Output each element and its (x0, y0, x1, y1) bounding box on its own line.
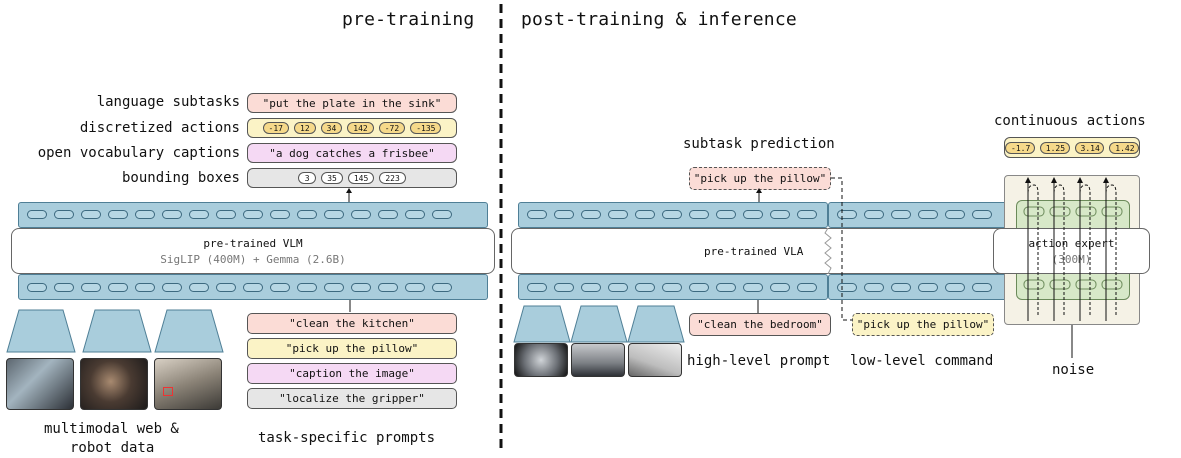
input-connectors (349, 300, 351, 312)
web-photo-image (80, 358, 148, 410)
subtask-arrow (756, 188, 762, 203)
action-token: -135 (410, 122, 442, 134)
pretrained-vlm-box: pre-trained VLM SigLIP (400M) + Gemma (2… (11, 228, 495, 274)
prompt-pick-up-pillow: "pick up the pillow" (247, 338, 457, 359)
low-level-command-box: "pick up the pillow" (852, 313, 994, 336)
predicted-subtask: "pick up the pillow" (689, 167, 831, 190)
action-token: 142 (347, 122, 374, 134)
data-caption-line1: multimodal web & (44, 421, 179, 437)
vla-name: pre-trained VLA (704, 244, 804, 258)
bbox-token: 3 (298, 172, 317, 184)
prompts-caption: task-specific prompts (258, 430, 436, 446)
vla-bottom-token-band (518, 274, 828, 300)
subtask-prediction-label: subtask prediction (683, 136, 835, 152)
output-language-subtask: "put the plate in the sink" (247, 93, 457, 113)
vla-image-encoders (513, 305, 685, 343)
data-caption-line2: robot data (70, 440, 155, 456)
gripper-bbox-marker (163, 387, 173, 396)
row-label-discretized-actions: discretized actions (79, 120, 240, 136)
pretrained-vla-box: pre-trained VLA (511, 228, 1011, 274)
right-wrist-camera-image (628, 343, 682, 377)
action-token: -17 (262, 122, 289, 134)
noise-label: noise (1052, 362, 1095, 378)
high-level-prompt-caption: high-level prompt (687, 353, 831, 369)
base-camera-image (514, 343, 568, 377)
row-label-language-subtasks: language subtasks (96, 94, 240, 110)
pre-training-title: pre-training (342, 9, 475, 30)
continuous-action-value: 1.25 (1039, 141, 1070, 154)
expert-size: (300M) (1051, 252, 1092, 266)
continuous-actions-output: -1.7 1.25 3.14 1.42 (1004, 137, 1140, 158)
output-caption: "a dog catches a frisbee" (247, 143, 457, 163)
action-token: 12 (294, 122, 316, 134)
command-feedback-path (831, 177, 852, 321)
vla-top-token-band-ext (828, 202, 1008, 228)
low-level-command-caption: low-level command (850, 353, 994, 369)
continuous-actions-label: continuous actions (994, 113, 1146, 129)
vla-top-token-band (518, 202, 828, 228)
prompt-caption-image: "caption the image" (247, 363, 457, 384)
continuous-action-value: 1.42 (1109, 141, 1139, 154)
vlm-name: pre-trained VLM (203, 236, 303, 250)
vlm-bottom-token-band (18, 274, 488, 300)
vla-bottom-token-band-ext (828, 274, 1008, 300)
row-label-captions: open vocabulary captions (37, 145, 240, 161)
vlm-components: SigLIP (400M) + Gemma (2.6B) (160, 252, 346, 266)
continuous-action-value: -1.7 (1005, 141, 1035, 154)
left-wrist-camera-image (571, 343, 625, 377)
robot-scene-image (154, 358, 222, 410)
prompt-clean-kitchen: "clean the kitchen" (247, 313, 457, 334)
output-arrow (346, 188, 352, 203)
action-token: 34 (320, 122, 343, 134)
prompt-localize-gripper: "localize the gripper" (247, 388, 457, 409)
robot-camera-image (6, 358, 74, 410)
section-divider (499, 4, 503, 454)
prompt-connector (757, 300, 759, 313)
noise-connector (1071, 325, 1073, 358)
action-token: -72 (378, 122, 406, 134)
bbox-token: 35 (321, 172, 343, 184)
bbox-token: 223 (379, 172, 406, 184)
action-expert-flows (1023, 177, 1123, 321)
high-level-prompt-box: "clean the bedroom" (689, 313, 831, 336)
bbox-token: 145 (347, 172, 375, 184)
vlm-top-token-band (18, 202, 488, 228)
row-label-bounding-boxes: bounding boxes (121, 170, 240, 186)
image-encoders (6, 309, 224, 353)
action-expert-box: action expert (300M) (993, 228, 1150, 274)
output-discretized-actions: -17 12 34 142 -72 -135 (247, 118, 457, 138)
output-bounding-boxes: 3 35 145 223 (247, 168, 457, 188)
vla-split-marker (824, 228, 832, 274)
continuous-action-value: 3.14 (1074, 141, 1105, 154)
post-training-title: post-training & inference (521, 9, 797, 30)
expert-name: action expert (1028, 236, 1115, 250)
